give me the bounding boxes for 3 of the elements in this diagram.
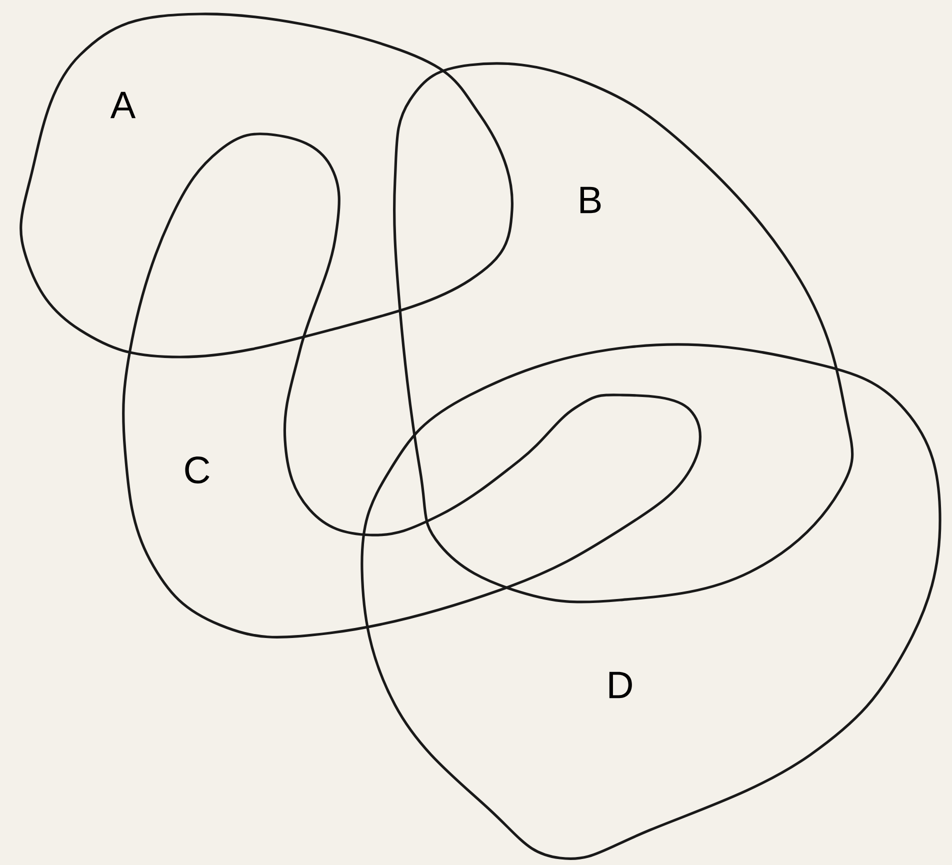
set-region: D	[360, 343, 942, 860]
set-region: A	[20, 12, 514, 358]
set-region: B	[392, 62, 854, 604]
